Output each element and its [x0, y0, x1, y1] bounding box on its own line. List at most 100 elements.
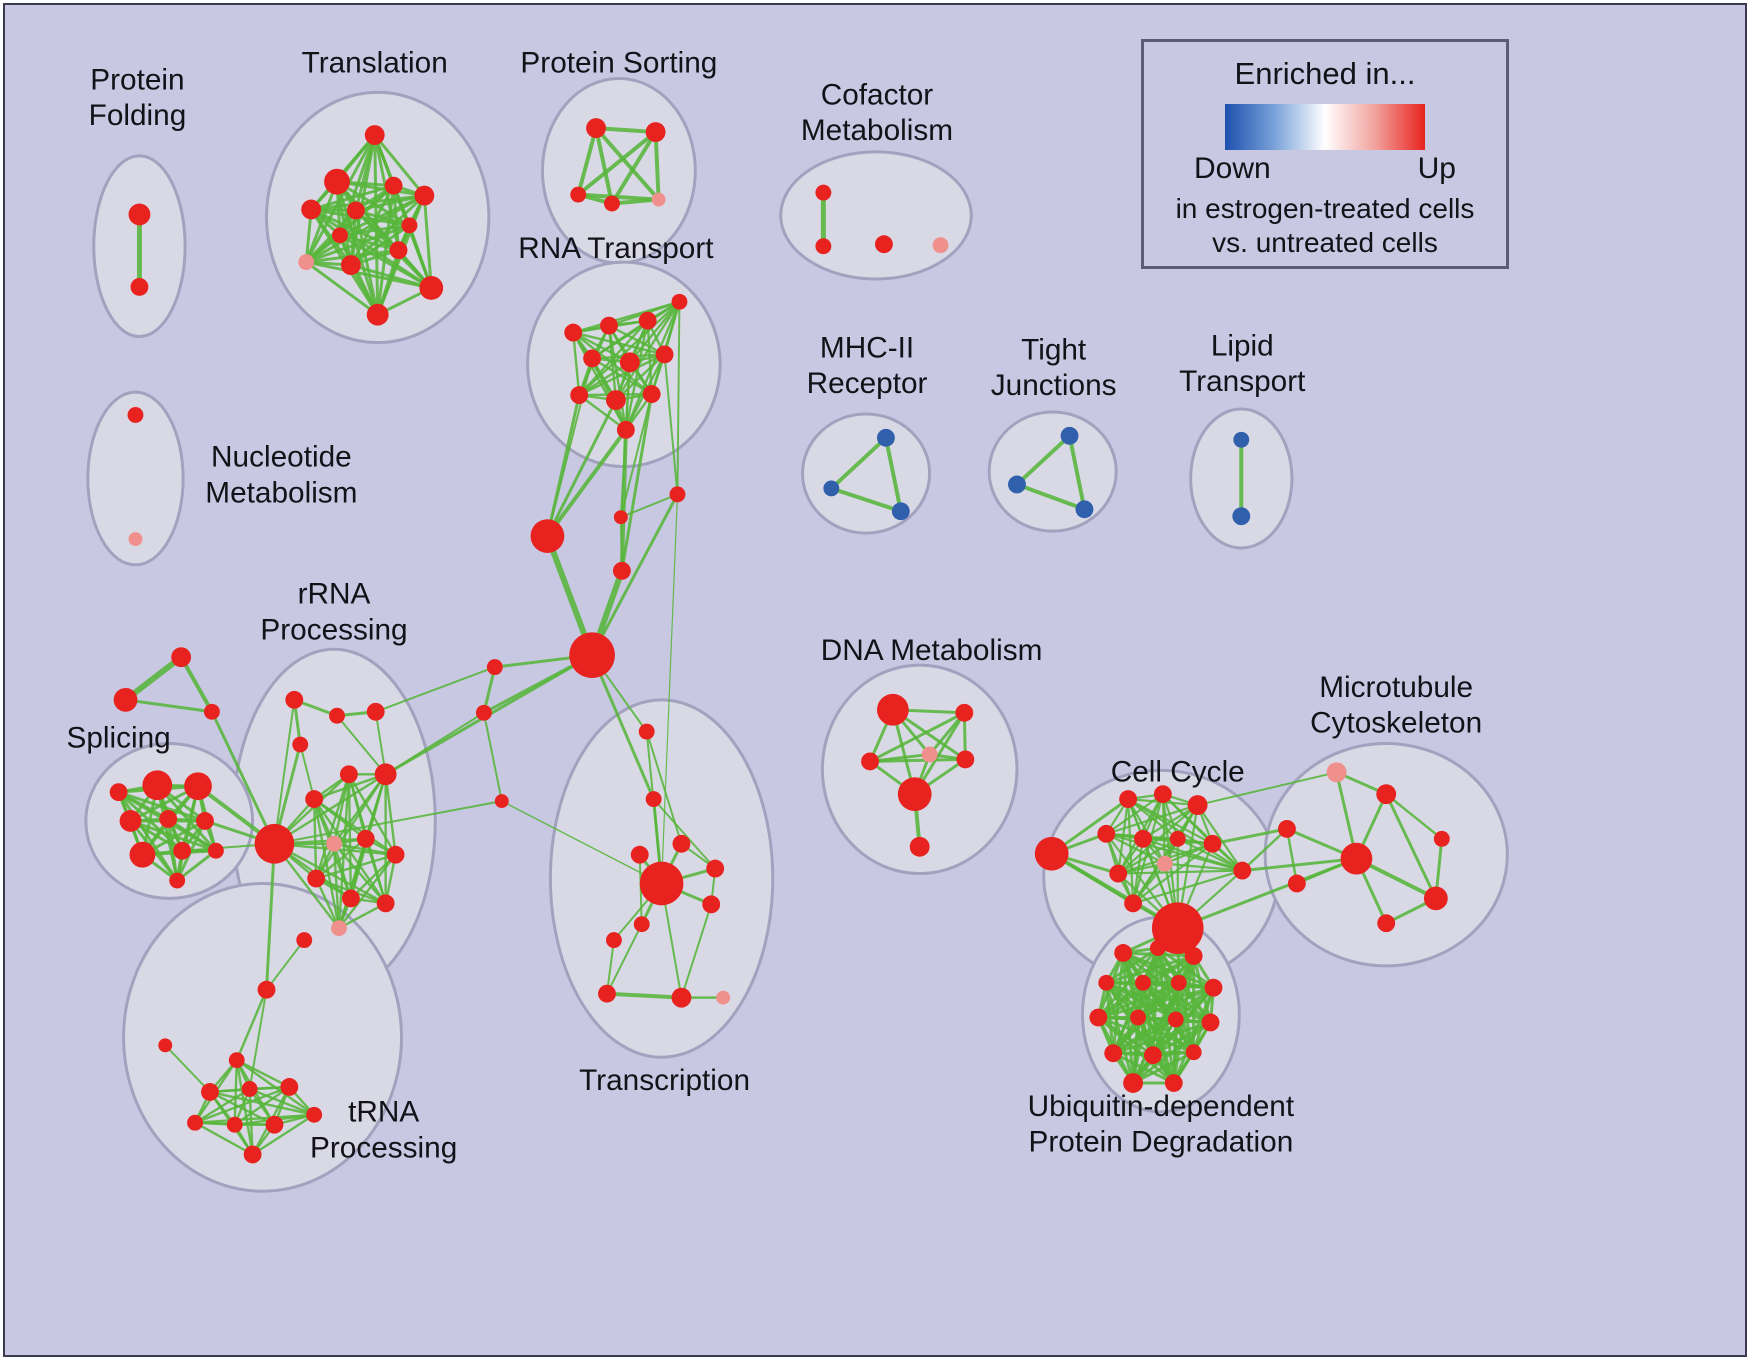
cluster-label-protein-sorting: Protein Sorting	[520, 47, 717, 80]
network-edge	[166, 817, 218, 853]
network-node	[1123, 1073, 1144, 1093]
network-node	[306, 1106, 323, 1123]
network-node	[1326, 762, 1347, 783]
cluster-label-cofactor-metabolism: Cofactor	[821, 78, 934, 111]
network-edge	[349, 853, 397, 900]
network-edge	[501, 800, 663, 885]
network-node	[292, 736, 309, 753]
network-node	[955, 703, 974, 722]
network-edge	[1176, 837, 1244, 872]
network-node	[716, 990, 731, 1005]
network-edge	[376, 248, 401, 317]
network-edge	[619, 361, 631, 519]
network-node	[1156, 855, 1173, 872]
network-node	[1201, 1013, 1220, 1032]
network-node	[616, 420, 635, 439]
network-node	[669, 486, 686, 503]
network-edge	[1163, 862, 1244, 872]
legend-axis-labels: Down Up	[1194, 152, 1456, 186]
network-node	[672, 834, 691, 853]
network-node	[184, 772, 212, 801]
network-node	[1104, 1044, 1123, 1063]
network-node	[386, 845, 405, 864]
cluster-label-splicing: Splicing	[66, 722, 170, 755]
network-node	[645, 791, 662, 808]
network-edge	[594, 126, 661, 202]
network-edge	[663, 353, 679, 496]
network-node	[1060, 426, 1079, 445]
network-node	[356, 829, 375, 848]
network-node	[530, 519, 565, 553]
network-edge	[605, 923, 643, 995]
network-node	[655, 345, 674, 364]
network-node	[1135, 974, 1151, 991]
network-node	[203, 703, 220, 720]
network-node	[298, 254, 315, 271]
network-edge	[1117, 837, 1179, 875]
network-node	[639, 861, 684, 906]
network-edge	[590, 492, 679, 657]
legend-gradient-bar	[1225, 104, 1425, 150]
network-edge	[332, 842, 387, 905]
network-node	[1130, 1009, 1146, 1026]
network-edge	[347, 773, 353, 900]
network-node	[414, 185, 435, 206]
network-edge	[193, 1087, 251, 1124]
network-edge	[1384, 792, 1444, 841]
network-edge	[1111, 1017, 1178, 1055]
cluster-label-transcription: Transcription	[579, 1064, 750, 1097]
network-node	[605, 932, 622, 949]
network-node	[1287, 874, 1306, 893]
network-node	[341, 889, 360, 908]
network-edge	[314, 877, 341, 930]
network-edge	[235, 988, 268, 1062]
network-node	[364, 125, 385, 145]
network-node	[280, 1078, 299, 1096]
network-node	[651, 192, 666, 207]
network-node	[332, 227, 348, 244]
network-edge	[373, 133, 426, 198]
network-node	[1233, 431, 1250, 448]
network-node	[1169, 830, 1186, 847]
network-node	[130, 277, 149, 296]
network-node	[119, 810, 142, 832]
network-node	[339, 765, 358, 784]
network-node	[570, 386, 589, 405]
network-node	[265, 1115, 284, 1134]
network-node	[1433, 830, 1450, 847]
network-node	[171, 647, 192, 668]
network-edge	[628, 300, 681, 364]
network-node	[1185, 1044, 1202, 1061]
cluster-ellipse-nucleotide-metabolism	[86, 390, 185, 567]
network-node	[600, 316, 618, 335]
network-edge	[273, 800, 503, 845]
network-edge	[235, 1058, 254, 1156]
network-node	[307, 869, 326, 888]
network-edge	[354, 208, 380, 317]
network-node	[706, 859, 725, 878]
cluster-label-cofactor-metabolism: Metabolism	[801, 114, 953, 147]
network-node	[1098, 974, 1115, 991]
network-edge	[653, 130, 661, 202]
network-edge	[590, 357, 653, 396]
network-node	[875, 235, 893, 254]
cluster-label-translation: Translation	[302, 47, 448, 80]
network-node	[613, 510, 628, 525]
network-edge	[384, 773, 397, 856]
cluster-label-trna-processing: Processing	[310, 1131, 457, 1164]
network-node	[956, 750, 975, 769]
network-node	[324, 168, 350, 195]
network-edge	[624, 319, 649, 432]
cluster-label-lipid-transport: Lipid	[1211, 329, 1274, 362]
network-node	[604, 195, 620, 212]
network-edge	[619, 393, 653, 519]
network-edge	[193, 1121, 254, 1156]
network-node	[366, 702, 385, 721]
network-node	[605, 390, 626, 410]
network-edge	[273, 698, 296, 845]
legend-title: Enriched in...	[1234, 56, 1416, 91]
cluster-ellipse-tight-junctions	[987, 410, 1118, 533]
network-node	[1167, 1011, 1184, 1028]
network-edge	[1211, 827, 1289, 846]
